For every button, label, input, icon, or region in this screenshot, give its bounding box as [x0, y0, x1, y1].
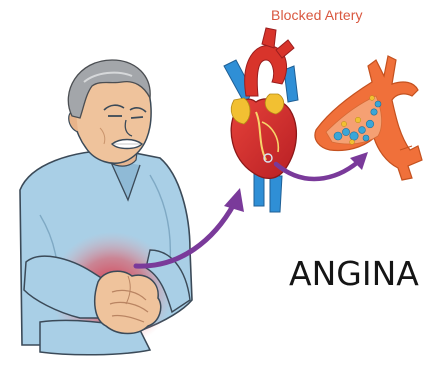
person-icon	[20, 60, 192, 355]
blocked-artery-caption: Blocked Artery	[271, 7, 381, 23]
heart-icon	[224, 28, 298, 212]
artery-icon	[315, 56, 422, 180]
diagram-title: ANGINA	[289, 254, 419, 293]
